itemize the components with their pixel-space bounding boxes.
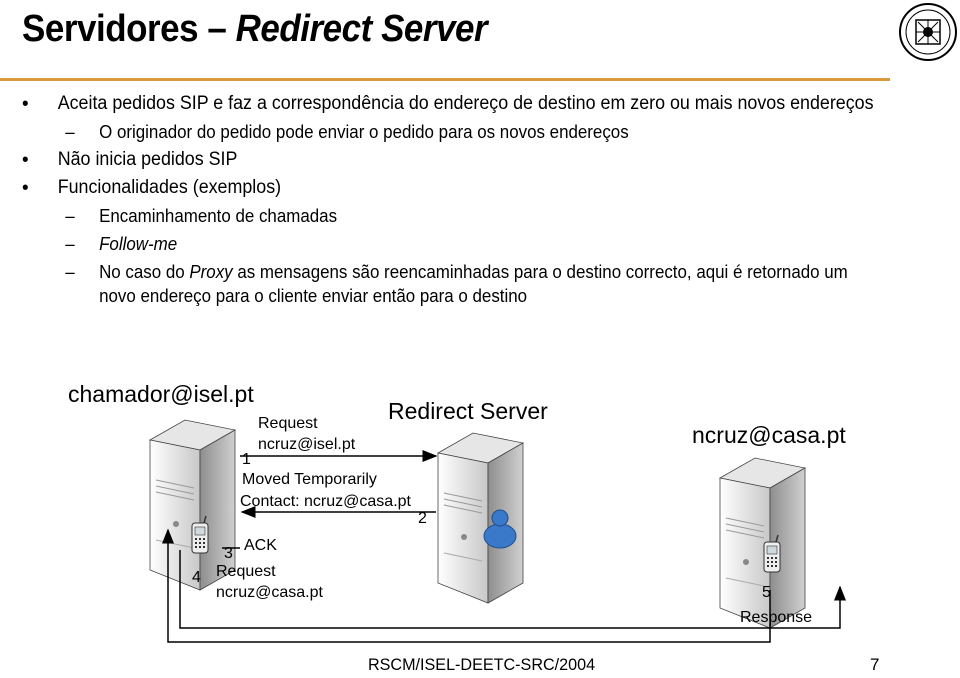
bullet-marker: • (22, 177, 29, 199)
title-main: Servidores – (22, 8, 236, 50)
sub-bullet-item: – No caso do Proxy as mensagens são reenc… (22, 260, 877, 308)
bullet-text: Funcionalidades (exemplos) (57, 177, 282, 198)
step-number-1: 1 (242, 451, 251, 468)
step-number-2: 2 (418, 510, 427, 527)
dash-marker: – (65, 122, 75, 142)
bullet-text: No caso do (99, 262, 190, 282)
institution-logo (899, 3, 957, 61)
bullet-item: • Funcionalidades (exemplos) (22, 176, 877, 200)
bullet-marker: • (22, 149, 29, 171)
msg3-label: ACK (244, 537, 277, 554)
page-title: Servidores – Redirect Server (22, 8, 488, 51)
step-number-5: 5 (762, 584, 771, 601)
msg1-label-b: ncruz@isel.pt (258, 436, 356, 453)
callee-label: ncruz@casa.pt (692, 422, 846, 448)
msg2-label-b: Contact: ncruz@casa.pt (240, 493, 412, 510)
dash-marker: – (65, 206, 75, 226)
dash-marker: – (65, 262, 75, 282)
bullet-text: Encaminhamento de chamadas (99, 206, 338, 226)
bullet-text: as mensagens são reencaminhadas para o d… (99, 262, 848, 306)
server-label: Redirect Server (388, 398, 548, 424)
redirect-server-icon (437, 432, 524, 604)
dash-marker: – (65, 234, 75, 254)
bullet-list: • Aceita pedidos SIP e faz a correspondên… (22, 92, 877, 312)
bullet-marker: • (22, 93, 29, 115)
person-icon (483, 509, 517, 549)
msg4-label-b: ncruz@casa.pt (216, 584, 324, 601)
bullet-text: O originador do pedido pode enviar o ped… (99, 122, 629, 142)
bullet-text: Follow-me (99, 234, 178, 254)
bullet-item: • Aceita pedidos SIP e faz a correspondên… (22, 92, 877, 116)
step-number-4: 4 (192, 569, 201, 586)
sub-bullet-item: – O originador do pedido pode enviar o pe… (22, 120, 877, 144)
msg5-label: Response (740, 609, 812, 626)
msg1-label-a: Request (258, 415, 318, 432)
callee-server-icon (719, 457, 806, 629)
redirect-diagram: chamador@isel.pt Redirect Server ncruz@c… (68, 381, 846, 643)
caller-label: chamador@isel.pt (68, 381, 254, 407)
sub-bullet-item: – Follow-me (22, 232, 877, 256)
msg2-label-a: Moved Temporarily (242, 471, 377, 488)
arrow-5 (162, 528, 771, 643)
bullet-item: • Não inicia pedidos SIP (22, 148, 877, 172)
arrow-4 (179, 550, 846, 629)
footer-text: RSCM/ISEL-DEETC-SRC/2004 (368, 655, 596, 674)
bullet-text: Não inicia pedidos SIP (57, 149, 238, 170)
title-italic: Redirect Server (235, 8, 488, 50)
title-divider (0, 78, 890, 81)
step-number-3: 3 (224, 545, 233, 562)
bullet-text: Aceita pedidos SIP e faz a correspondênc… (57, 93, 874, 114)
page-number: 7 (870, 655, 880, 674)
bullet-text: Proxy (189, 262, 233, 282)
sub-bullet-item: – Encaminhamento de chamadas (22, 204, 877, 228)
msg4-label-a: Request (216, 563, 276, 580)
